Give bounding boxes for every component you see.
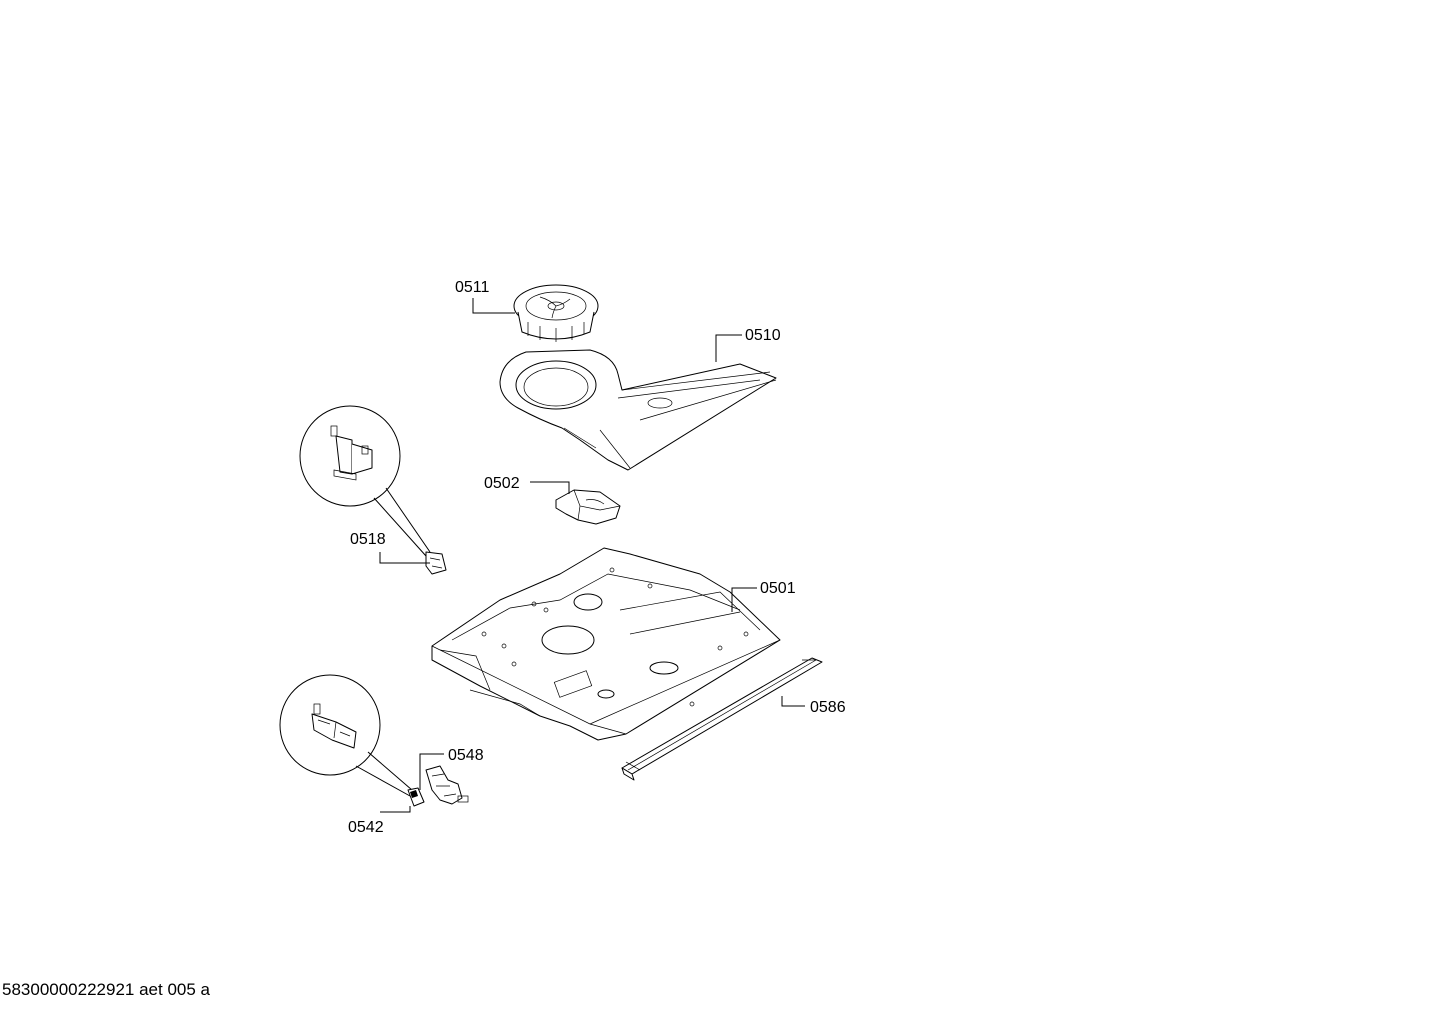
label-0502: 0502 (484, 475, 520, 492)
leader-0510 (715, 334, 742, 362)
leader-0511 (472, 298, 515, 314)
part-0511-fan-wheel[interactable] (513, 284, 599, 342)
leader-0548 (419, 753, 444, 790)
part-0548-door-switch[interactable] (425, 765, 469, 805)
label-0501: 0501 (760, 580, 796, 597)
label-0586: 0586 (810, 699, 846, 716)
leader-0542 (380, 806, 411, 813)
label-0542: 0542 (348, 819, 384, 836)
part-0586-rail[interactable] (621, 657, 823, 781)
leader-0502 (530, 481, 570, 494)
part-0501-base-plate[interactable] (431, 547, 781, 741)
leader-0586 (781, 696, 805, 707)
part-0502-bracket[interactable] (555, 489, 621, 525)
part-0518-switch[interactable] (299, 405, 447, 575)
part-0542-micro-switch[interactable] (279, 674, 425, 807)
leader-0518 (379, 552, 430, 564)
leader-0501 (731, 587, 757, 612)
drawing-code: 58300000222921 aet 005 a (2, 980, 210, 999)
label-0518: 0518 (350, 531, 386, 548)
label-0511: 0511 (455, 279, 490, 296)
label-0548: 0548 (448, 747, 484, 764)
part-0510-air-duct[interactable] (499, 349, 777, 471)
label-0510: 0510 (745, 327, 781, 344)
